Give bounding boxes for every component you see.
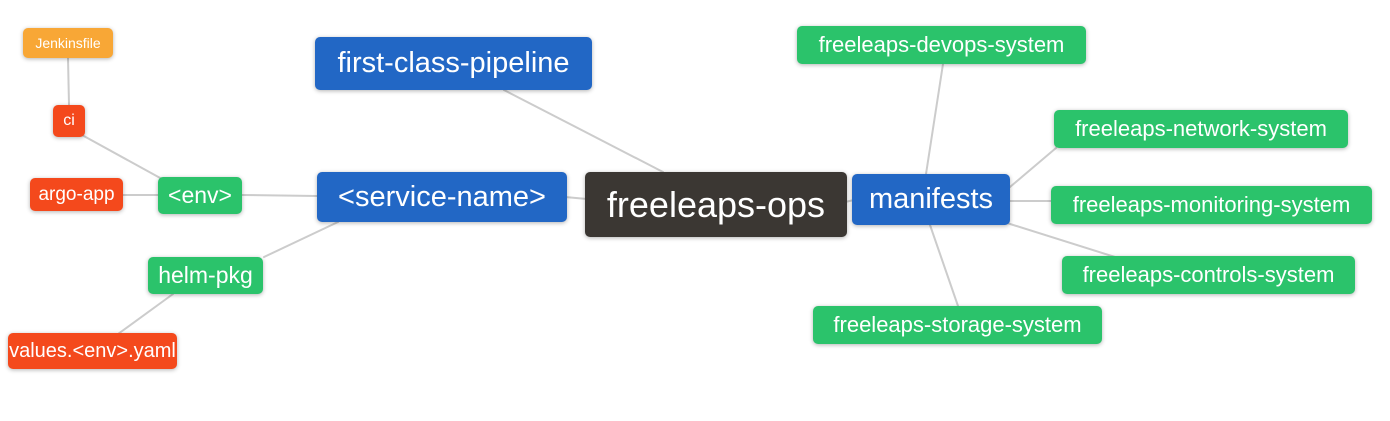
node-jenkinsfile[interactable]: Jenkinsfile (23, 28, 113, 58)
node-ci[interactable]: ci (53, 105, 85, 137)
node-values-env-yaml[interactable]: values.<env>.yaml (8, 333, 177, 369)
edge-manifests--freeleaps-devops-system (925, 63, 944, 175)
edge-env--service-name (241, 194, 318, 197)
edge-helm-pkg--values-env-yaml (117, 293, 174, 335)
node-env[interactable]: <env> (158, 177, 242, 214)
node-freeleaps-devops-system[interactable]: freeleaps-devops-system (797, 26, 1086, 64)
node-label: <service-name> (338, 180, 546, 213)
node-label: manifests (868, 183, 994, 215)
edge-helm-pkg--service-name (263, 221, 339, 258)
node-manifests[interactable]: manifests (852, 174, 1010, 225)
node-freeleaps-monitoring-system[interactable]: freeleaps-monitoring-system (1051, 186, 1372, 224)
node-freeleaps-ops[interactable]: freeleaps-ops (585, 172, 847, 237)
node-label: values.<env>.yaml (9, 340, 176, 362)
node-label: freeleaps-devops-system (818, 32, 1065, 57)
node-helm-pkg[interactable]: helm-pkg (148, 257, 263, 294)
node-label: freeleaps-storage-system (833, 312, 1082, 337)
node-label: <env> (168, 182, 232, 208)
edge-manifests--freeleaps-network-system (1009, 147, 1057, 188)
node-label: helm-pkg (158, 262, 253, 288)
node-label: Jenkinsfile (35, 35, 101, 51)
node-label: ci (63, 112, 75, 129)
node-label: freeleaps-monitoring-system (1072, 192, 1351, 217)
edge-ci--env (81, 134, 163, 180)
node-label: freeleaps-controls-system (1082, 262, 1335, 287)
node-first-class-pipeline[interactable]: first-class-pipeline (315, 37, 592, 90)
node-label: freeleaps-network-system (1075, 116, 1327, 141)
node-service-name[interactable]: <service-name> (317, 172, 567, 222)
node-freeleaps-controls-system[interactable]: freeleaps-controls-system (1062, 256, 1355, 294)
edge-manifests--freeleaps-controls-system (1006, 222, 1116, 258)
edge-service-name--freeleaps-ops (564, 196, 588, 200)
edge-jenkinsfile--ci (67, 57, 70, 106)
node-label: freeleaps-ops (606, 183, 826, 225)
node-label: argo-app (38, 184, 115, 205)
edge-first-class-pipeline--freeleaps-ops (503, 89, 664, 173)
node-argo-app[interactable]: argo-app (30, 178, 123, 211)
edge-manifests--freeleaps-storage-system (929, 224, 959, 307)
node-freeleaps-network-system[interactable]: freeleaps-network-system (1054, 110, 1348, 148)
node-label: first-class-pipeline (337, 47, 570, 79)
node-freeleaps-storage-system[interactable]: freeleaps-storage-system (813, 306, 1102, 344)
